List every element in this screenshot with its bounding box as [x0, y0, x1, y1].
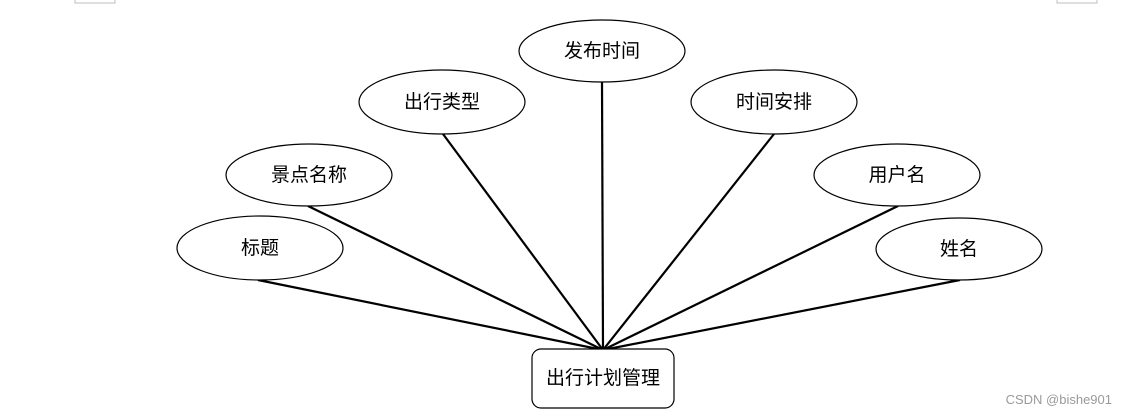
attribute-trip-type: 出行类型: [358, 69, 526, 135]
attribute-schedule-label: 时间安排: [736, 91, 812, 113]
watermark: CSDN @bishe901: [1005, 392, 1112, 407]
attribute-full-name-label: 姓名: [940, 238, 978, 260]
attribute-publish-time-label: 发布时间: [564, 40, 640, 62]
entity-label: 出行计划管理: [546, 367, 660, 389]
attribute-title: 标题: [176, 215, 344, 281]
edge-schedule: [602, 133, 775, 351]
edge-trip-type: [442, 133, 604, 351]
attribute-trip-type-label: 出行类型: [404, 91, 480, 113]
attribute-publish-time: 发布时间: [518, 19, 686, 83]
entity-trip-plan-management: 出行计划管理: [531, 348, 675, 409]
attribute-title-label: 标题: [241, 237, 279, 259]
edge-title: [257, 278, 604, 352]
edge-username: [602, 205, 899, 351]
attribute-full-name: 姓名: [875, 217, 1043, 281]
edge-publish-time: [600, 81, 605, 351]
attribute-username-label: 用户名: [868, 164, 925, 186]
edge-scenic-name: [307, 205, 604, 351]
attribute-schedule: 时间安排: [690, 69, 858, 135]
edge-full-name: [602, 278, 961, 352]
corner-mark-left: [74, 0, 116, 4]
corner-mark-right: [1056, 0, 1098, 4]
attribute-scenic-name: 景点名称: [225, 143, 393, 207]
attribute-username: 用户名: [813, 143, 981, 207]
attribute-scenic-name-label: 景点名称: [271, 164, 347, 186]
